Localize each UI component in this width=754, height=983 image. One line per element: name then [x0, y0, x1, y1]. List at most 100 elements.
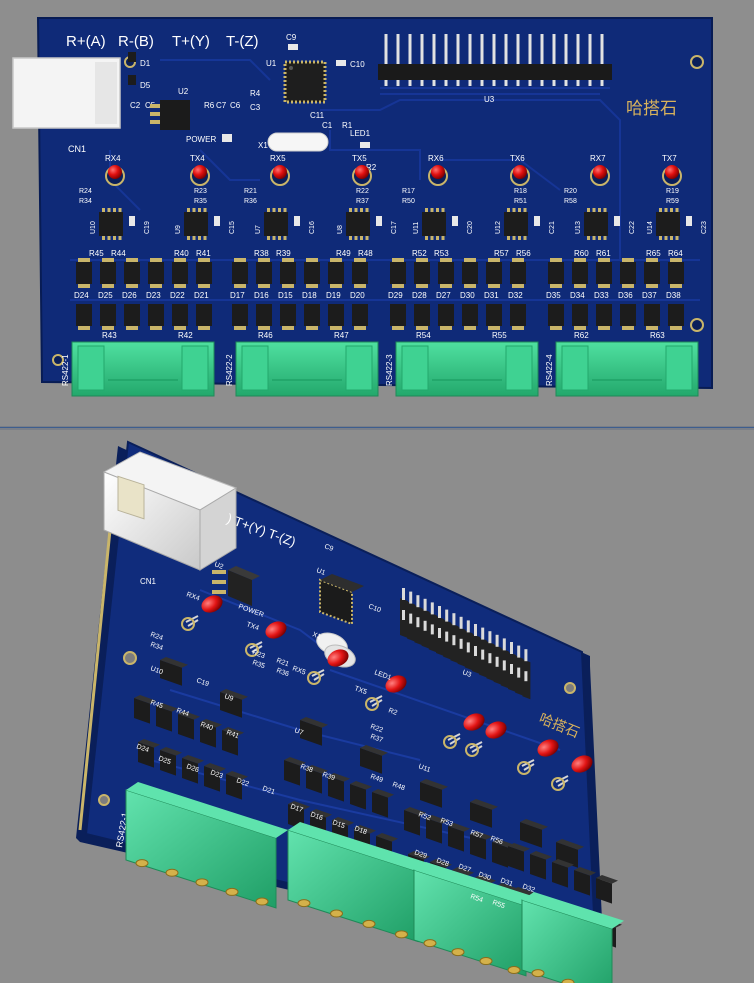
- header-pin: [420, 34, 424, 64]
- pcb-top-view: R+(A) R-(B) T+(Y) T-(Z) CN1 D1 D5 C2 C5 …: [12, 17, 713, 397]
- pcb-iso-view: CN1 ) T+(Y) T-(Z) POWER 哈搭石 RS422-1: [76, 440, 624, 983]
- port-label-3: RS422-3: [385, 354, 394, 386]
- iso-label: D22: [235, 777, 250, 788]
- iso-label: D21: [261, 785, 276, 796]
- label-x1: X1: [258, 141, 268, 150]
- header-pin: [480, 34, 484, 64]
- header-pin: [408, 34, 412, 64]
- diode: [196, 262, 212, 284]
- label-d5: D5: [140, 81, 151, 90]
- resistor-label: R58: [564, 198, 577, 205]
- diode-label: D33: [594, 291, 609, 300]
- diode-label: D29: [388, 291, 403, 300]
- diode-label: D31: [484, 291, 499, 300]
- resistor-label: R36: [244, 198, 257, 205]
- iso-regulator: [212, 566, 260, 606]
- iso-usb-label: CN1: [140, 577, 157, 586]
- r-pair-label: R64: [668, 249, 683, 258]
- iso-label: R22: [369, 723, 384, 734]
- iso-label: U2: [213, 561, 224, 571]
- label-c1: C1: [322, 121, 333, 130]
- r-pair-label: R56: [516, 249, 531, 258]
- iso-terminal-block-4: [521, 892, 624, 983]
- diode: [124, 262, 140, 284]
- iso-label: U7: [293, 727, 304, 737]
- diode-label: D27: [436, 291, 451, 300]
- cap-label: C23: [701, 221, 708, 234]
- r-pair-label: R49: [336, 249, 351, 258]
- resistor-label: R50: [402, 198, 415, 205]
- led-rx5: [273, 165, 287, 179]
- led-rx4: [108, 165, 122, 179]
- r-pair-label: R41: [196, 249, 211, 258]
- terminal-block-2: RS422-2: [225, 341, 379, 397]
- view-divider: [0, 426, 754, 430]
- usb-label: CN1: [68, 144, 86, 154]
- r-pair-label: R57: [494, 249, 509, 258]
- r-pair-label: R40: [174, 249, 189, 258]
- diode-label: D30: [460, 291, 475, 300]
- diode: [256, 262, 272, 284]
- ic-u9: [184, 212, 208, 236]
- iso-mcu: [319, 574, 364, 626]
- resistor-label: R35: [194, 198, 207, 205]
- header-pin: [468, 34, 472, 64]
- iso-label: D15: [331, 819, 346, 830]
- led-label-rx5: RX5: [270, 154, 286, 163]
- iso-label: TX4: [245, 621, 260, 632]
- bottom-r-label: R46: [258, 331, 273, 340]
- iso-label: U1: [315, 567, 326, 577]
- r-pair-label: R60: [574, 249, 589, 258]
- bus-label-rb: R-(B): [118, 33, 154, 50]
- iso-silk-labels: U2U1C9C10U3X1RX5TX5LED1R2R24R34U10C19R45…: [135, 543, 536, 910]
- r-pair-label: R39: [276, 249, 291, 258]
- resistor-label: R20: [564, 188, 577, 195]
- diode: [414, 262, 430, 284]
- header-pin: [432, 34, 436, 64]
- bottom-r-label: R62: [574, 331, 589, 340]
- resistor-label: R59: [666, 198, 679, 205]
- ic-u11: [422, 212, 446, 236]
- iso-label: C10: [367, 603, 382, 614]
- terminal-block-1: RS422-1: [61, 341, 215, 397]
- iso-usb-connector: CN1: [102, 451, 238, 586]
- label-u3: U3: [484, 95, 495, 104]
- r-pair-label: R61: [596, 249, 611, 258]
- diode-label: D38: [666, 291, 681, 300]
- resistor-label: R18: [514, 188, 527, 195]
- ic-u12: [504, 212, 528, 236]
- cap-label: C20: [467, 221, 474, 234]
- resistor-label: R23: [194, 188, 207, 195]
- label-r4: R4: [250, 89, 261, 98]
- iso-label: R44: [175, 707, 190, 718]
- iso-label: C9: [323, 543, 334, 553]
- bottom-r-label: R43: [102, 331, 117, 340]
- diode-label: D21: [194, 291, 209, 300]
- diode-label: D35: [546, 291, 561, 300]
- header-pin: [492, 34, 496, 64]
- resistor-label: R51: [514, 198, 527, 205]
- diode: [572, 262, 588, 284]
- label-c7: C7: [216, 101, 227, 110]
- led-label-rx4: RX4: [105, 154, 121, 163]
- header-pin: [600, 34, 604, 64]
- label-r1: R1: [342, 121, 353, 130]
- label-u1: U1: [266, 59, 277, 68]
- bottom-r-label: R47: [334, 331, 349, 340]
- iso-label: D16: [309, 811, 324, 822]
- pcb-board: [36, 17, 713, 390]
- iso-label: RX4: [185, 591, 200, 602]
- iso-label: R48: [391, 781, 406, 792]
- iso-label: R41: [225, 729, 240, 740]
- led-tx4: [193, 165, 207, 179]
- iso-label: R38: [299, 763, 314, 774]
- header-pin: [444, 34, 448, 64]
- company-logo: 哈搭石: [626, 99, 677, 119]
- status-led: LED1 R2: [350, 129, 377, 172]
- iso-label: R35: [251, 659, 266, 670]
- header-pin: [456, 34, 460, 64]
